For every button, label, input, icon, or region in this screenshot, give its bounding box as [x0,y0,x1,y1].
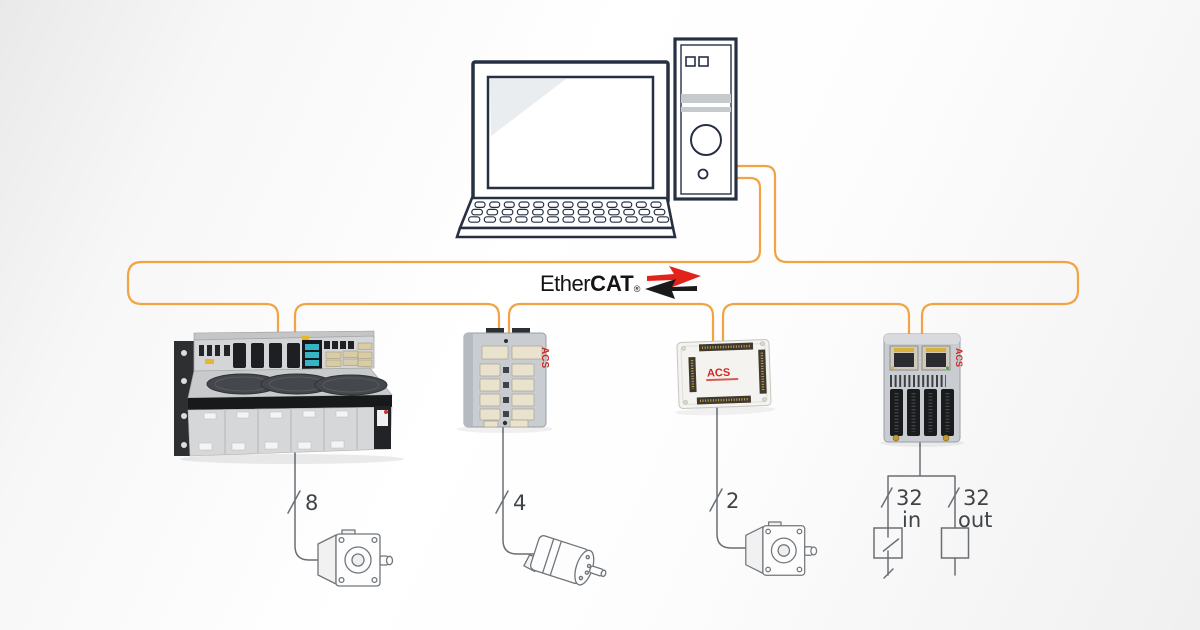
panel-board [676,339,772,409]
logo-registered-mark: ® [634,284,641,294]
slash-32-in [880,487,893,508]
device-io-module: ACS [880,333,964,447]
slash-8 [287,490,301,514]
drive-connectors [479,345,543,428]
svg-text:EtherCAT®: EtherCAT® [540,271,641,296]
rack-front-face [187,406,393,457]
tower-slot-1 [681,94,731,103]
dc-motor-icon [523,535,607,586]
monitor [471,60,670,219]
wire-rack-to-motor [294,447,323,561]
io-in-count: 32 [896,486,923,510]
ethercat-logo: EtherCAT® [540,266,701,299]
io-out-count: 32 [963,486,990,510]
io-brand-logo: ACS [954,348,964,367]
tower-drive-bay-1 [685,56,696,67]
bus-segment-3-4 [721,302,911,350]
slash-2 [709,488,723,512]
channel-count-rack: 8 [305,491,318,515]
device-rack-controller [174,330,404,464]
bus-segment-2-3 [507,302,715,350]
bus-segment-left [126,176,762,346]
wire-io-split [883,438,956,579]
rack-fan-grilles [206,373,388,396]
tower-slot-2 [681,107,731,112]
tower-power-button [697,168,709,180]
keyboard [455,196,677,239]
io-ethernet-ports [889,345,951,371]
servo-motor-1-icon [317,529,394,587]
ethercat-bus [126,164,1080,350]
rack-front-stripe [188,395,392,410]
wire-drive-to-motor [502,423,535,555]
slash-32-out [947,487,960,508]
panel-brand-logo: ACS [707,367,731,380]
device-drive-module: ACS [457,328,553,433]
tower [673,37,738,201]
screen-glare [490,79,566,136]
tower-cd-drive [690,124,722,156]
io-output-symbol [940,527,970,559]
servo-motor-2-icon [745,521,818,576]
slash-4 [495,490,509,514]
channel-count-panel: 2 [726,489,739,513]
channel-count-drive: 4 [513,491,526,515]
keyboard-keys [468,201,670,223]
device-drop-wires [287,405,970,579]
drive-brand-logo: ACS [539,347,550,368]
rack-rear-connectors [199,336,373,371]
io-input-contact-icon [882,527,900,559]
rack-module-labels [198,410,349,451]
bus-segment-1-2 [293,302,501,346]
logo-text-cat: CAT [590,271,634,296]
tower-drive-bay-2 [698,56,709,67]
io-in-label: in [902,508,921,532]
device-drive-panel: ACS [675,339,776,416]
pc-workstation [455,37,738,239]
bus-segment-right [734,164,1080,344]
io-out-label: out [958,508,992,532]
wire-panel-to-motor [716,405,751,549]
rack-status-led [384,410,388,414]
io-terminal-blocks [890,389,954,436]
logo-text-ether: Ether [540,271,590,296]
ethercat-arrow-icon [645,266,701,299]
panel-edge-connectors [688,342,767,405]
